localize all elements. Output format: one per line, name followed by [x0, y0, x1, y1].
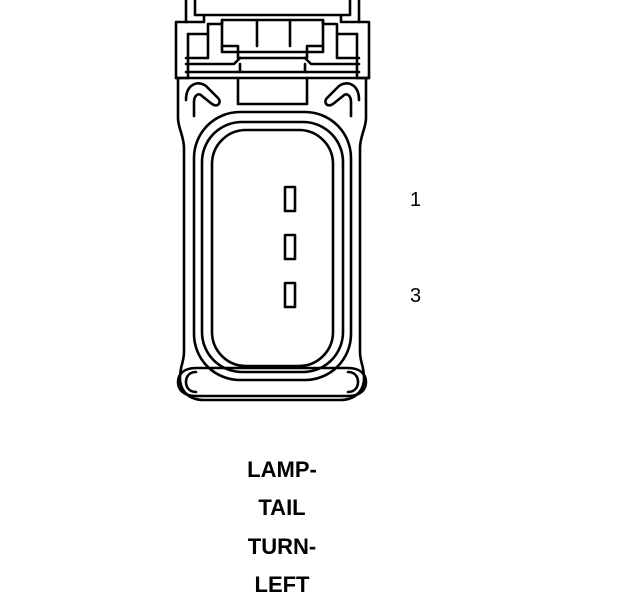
pin-cavity-3: [283, 281, 297, 309]
pin-cavity-2: [283, 233, 297, 261]
caption-line-1: LAMP-: [247, 457, 317, 482]
caption-line-2: TAIL: [258, 495, 306, 520]
caption-line-3: TURN-: [247, 534, 317, 559]
pin-label-3: 3: [410, 285, 422, 307]
caption-line-4: LEFT: [254, 572, 310, 597]
pin-label-1: 1: [410, 189, 422, 211]
connector-face-outline: [192, 110, 353, 382]
connector-latch-header: [174, 0, 371, 106]
connector-housing: [176, 76, 368, 402]
pin-cavity-1: [283, 185, 297, 213]
connector-side-hooks: [184, 82, 361, 118]
pin-cavities: [283, 185, 297, 309]
